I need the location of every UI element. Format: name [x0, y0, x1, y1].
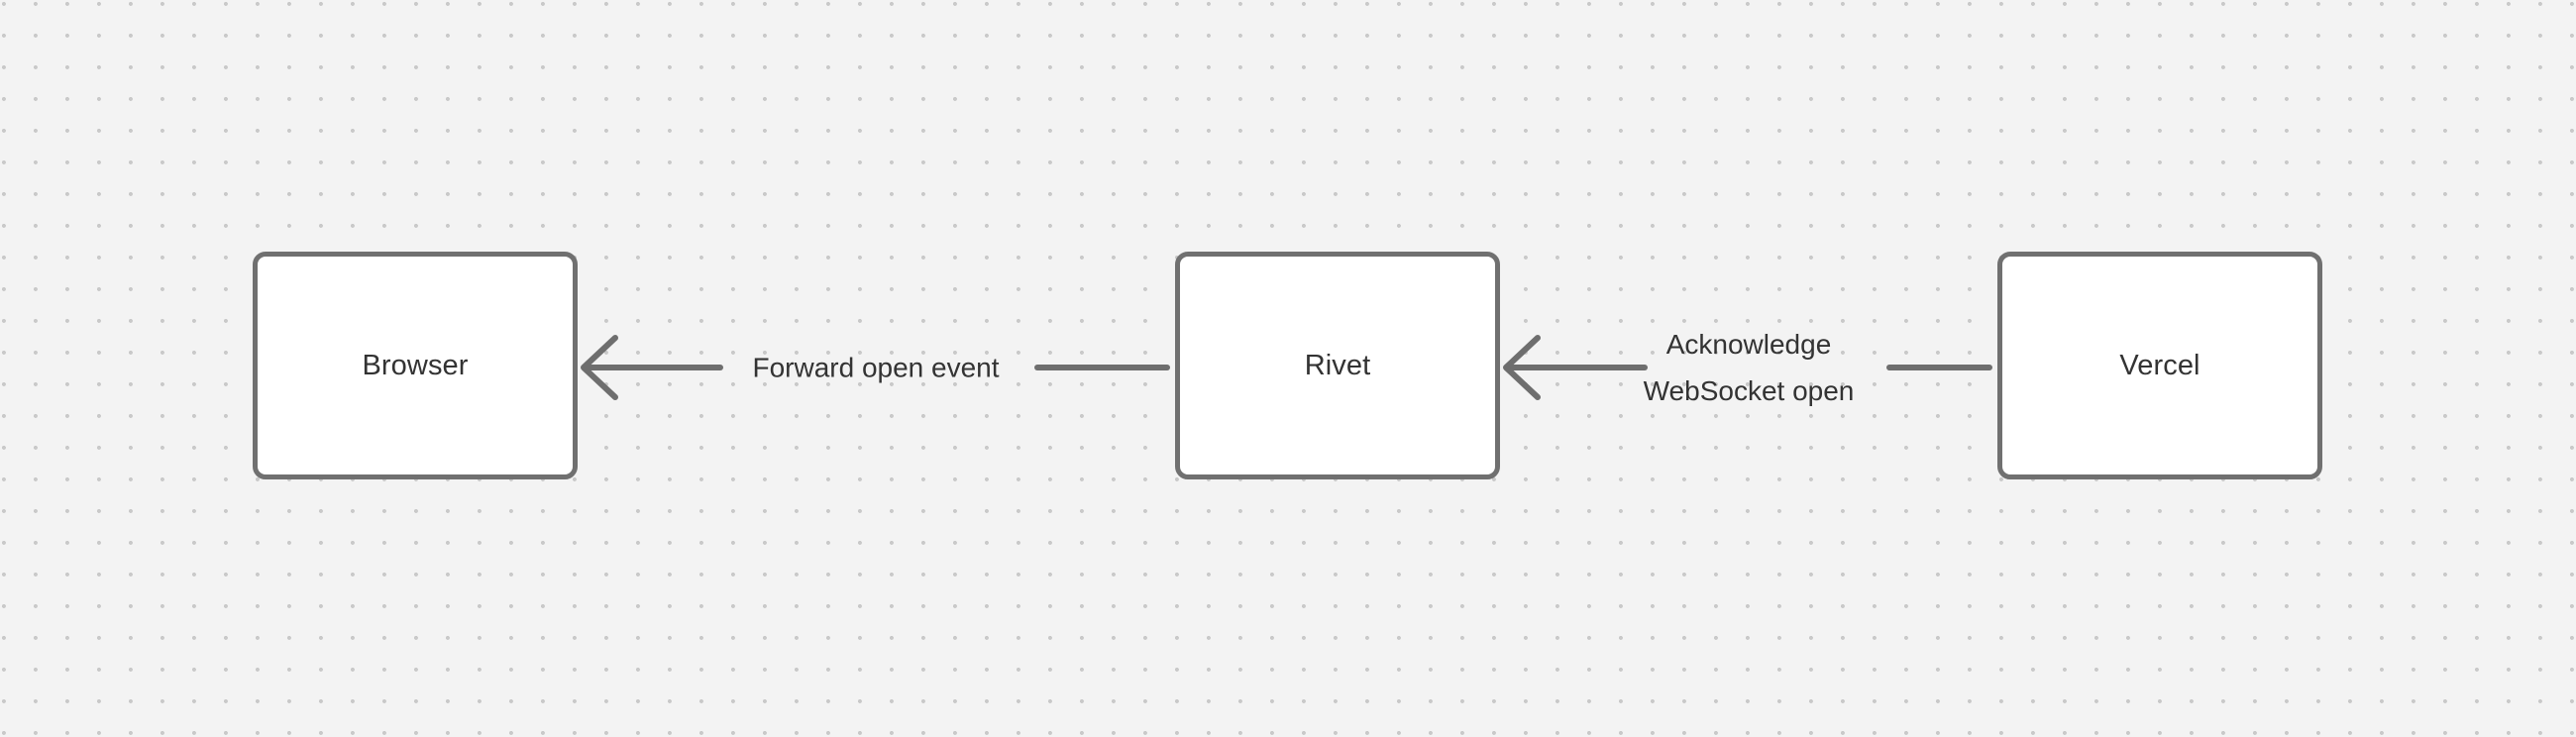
edge-label-forward-open-event: Forward open event: [752, 345, 999, 391]
edge-label-acknowledge-websocket-open: Acknowledge WebSocket open: [1644, 321, 1855, 414]
edge-label-line: Forward open event: [752, 352, 1000, 383]
node-rivet[interactable]: Rivet: [1175, 252, 1500, 479]
node-browser[interactable]: Browser: [253, 252, 578, 479]
node-vercel[interactable]: Vercel: [1997, 252, 2322, 479]
node-rivet-label: Rivet: [1304, 349, 1371, 381]
node-browser-label: Browser: [362, 349, 469, 381]
edge-label-line: WebSocket open: [1643, 375, 1855, 406]
node-vercel-label: Vercel: [2119, 349, 2200, 381]
arrowhead-icon: [1503, 335, 1541, 400]
arrowhead-icon: [581, 335, 618, 400]
edge-label-line: Acknowledge: [1665, 329, 1832, 360]
